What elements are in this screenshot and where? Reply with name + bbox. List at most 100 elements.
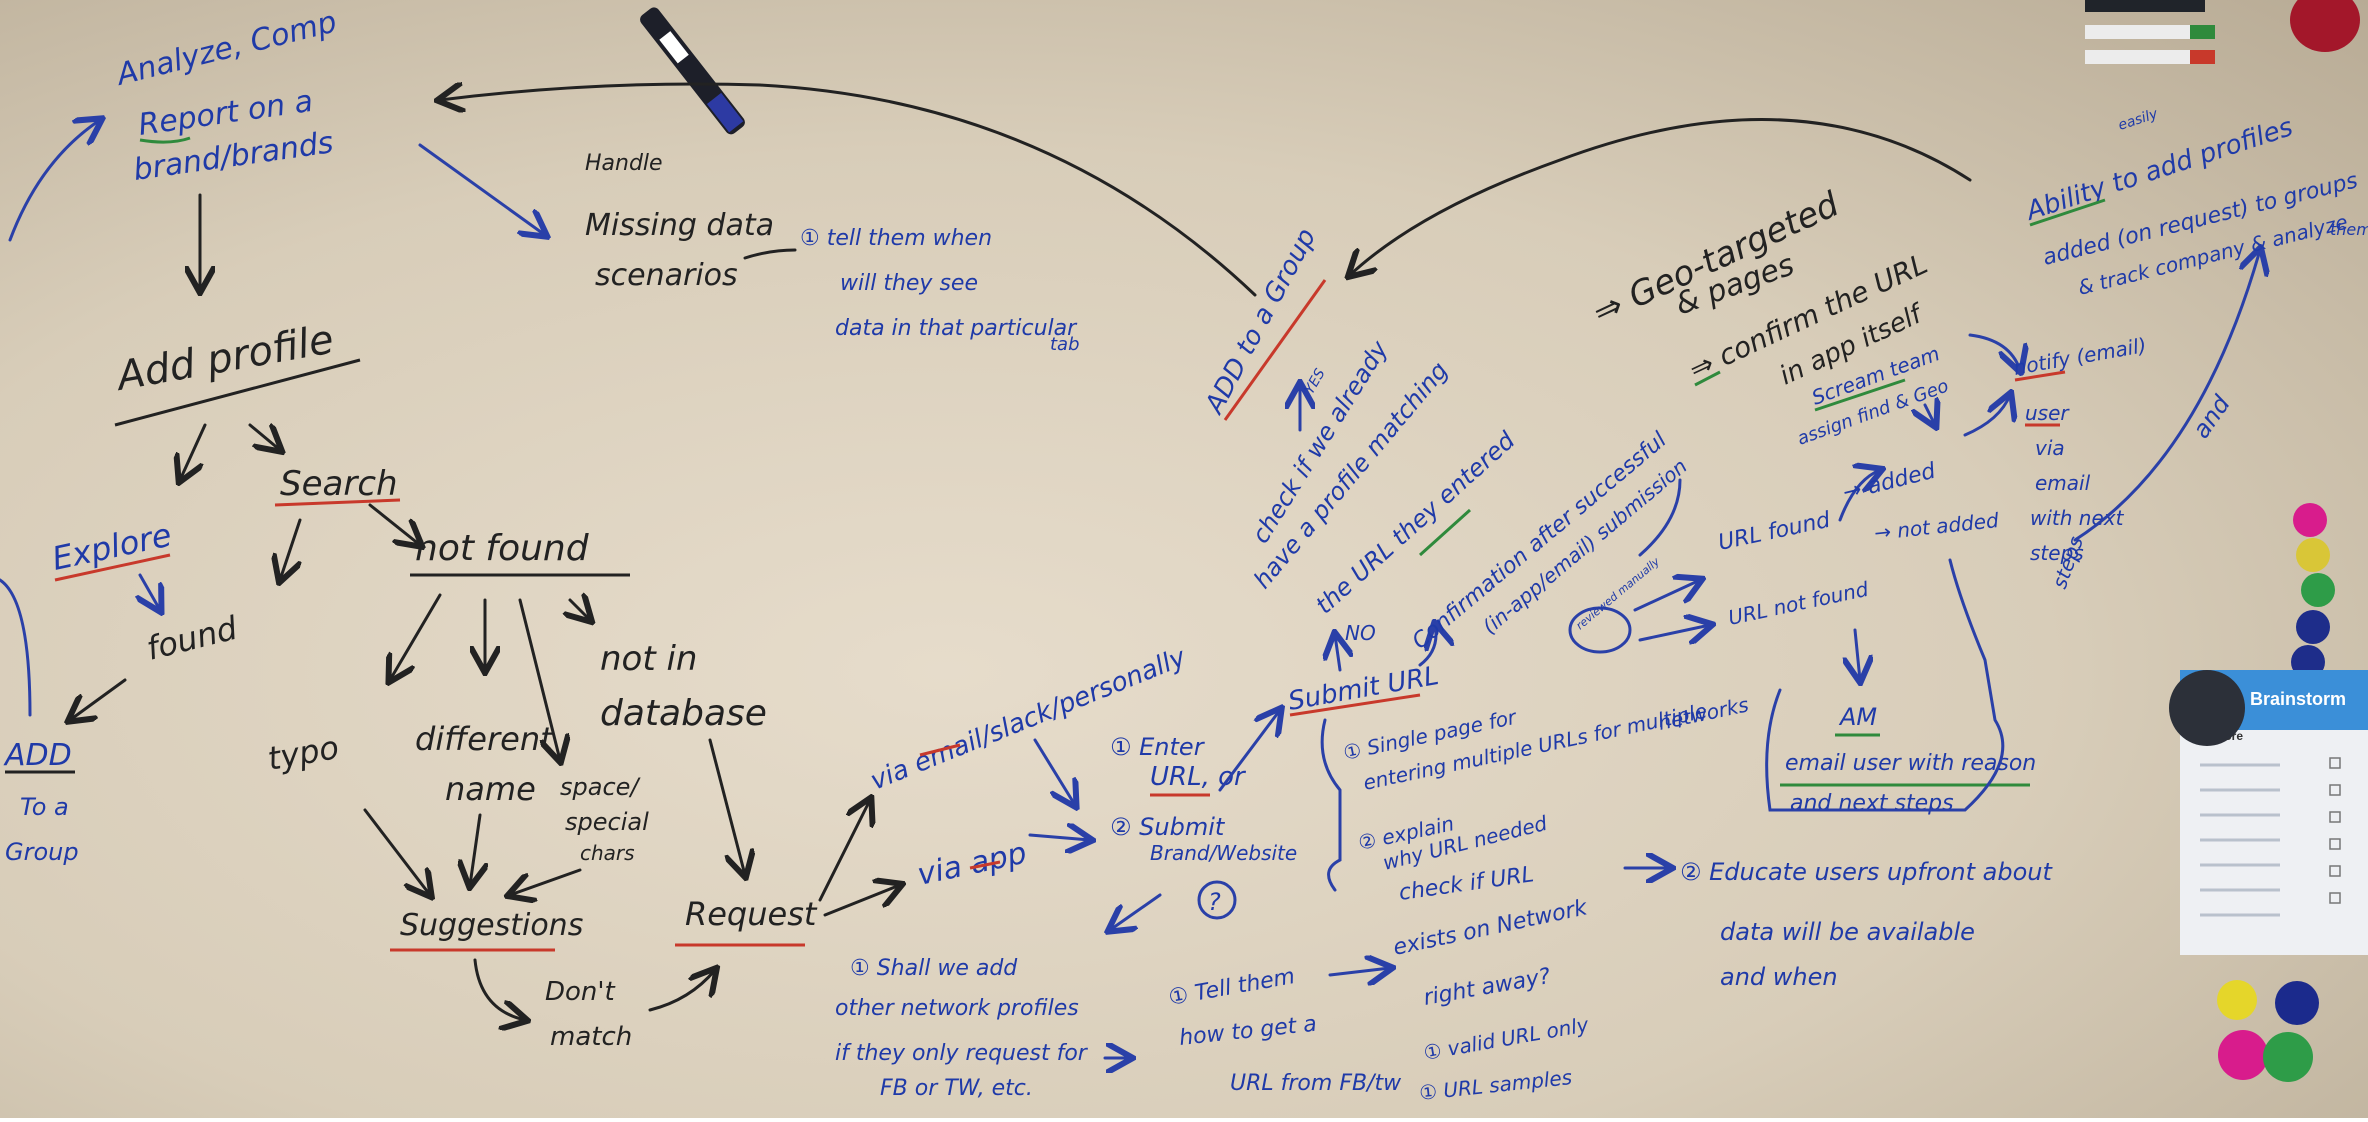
note-not-found: not found (415, 528, 590, 569)
note-check-url-1: check if URL (1397, 862, 1535, 906)
arrow-report-to-missing (418, 143, 545, 235)
note-check-url-4: ① valid URL only (1422, 1012, 1592, 1065)
underline-notify (2014, 370, 2066, 382)
note-tell-them-3: data in that particular (835, 316, 1078, 341)
underline-add-profile (114, 358, 361, 427)
note-handle: Handle (585, 151, 663, 176)
note-notify-3: via (2035, 436, 2065, 460)
note-check-url-2: exists on Network (1391, 895, 1591, 961)
underline-confirm (1694, 370, 1721, 387)
note-space-1: space/ (560, 773, 641, 801)
note-add-group-3: Group (5, 838, 79, 866)
loop-email-user (1765, 558, 2005, 812)
question-circle (1197, 880, 1237, 920)
underline-submit-url (1289, 693, 1421, 717)
note-via-app: via app (914, 836, 1029, 893)
underline-scream (1814, 378, 1906, 412)
note-tell-how-2: how to get a (1178, 1012, 1318, 1051)
arrow-profile-search (248, 425, 280, 450)
note-dont-match-2: match (550, 1022, 632, 1052)
arrow-added-notify (1963, 395, 2010, 437)
note-space-2: special (565, 808, 649, 836)
note-check-url-3: right away? (1422, 964, 1553, 1011)
note-via-email: via email/slack/personally (866, 642, 1190, 796)
note-yes: YES (1302, 366, 1329, 397)
arrow-email-submit (1033, 738, 1075, 805)
arrow-ability-group (1350, 118, 1972, 276)
note-notify-1: notify (email) (2012, 333, 2148, 380)
arrow-explore-found (140, 573, 160, 610)
note-notify-5: with next (2030, 506, 2125, 530)
note-add-profile: Add profile (111, 317, 337, 401)
arrow-nf-typo (390, 593, 442, 680)
note-check-url-5: ① URL samples (1418, 1065, 1573, 1105)
note-add-group-2: To a (20, 793, 69, 821)
arrow-typo-sugg (363, 808, 430, 895)
note-url-not-found: URL not found (1726, 577, 1871, 630)
note-shall-4: FB or TW, etc. (880, 1076, 1033, 1101)
note-educate-2: data will be available (1720, 918, 1975, 946)
note-suggestions: Suggestions (400, 908, 583, 943)
note-space-3: chars (580, 841, 635, 865)
magnet-cluster (2217, 980, 2319, 1082)
underline-ability (2029, 198, 2106, 227)
arrow-sugg-dontmatch (473, 958, 525, 1020)
arrow-dontmatch-request (648, 970, 715, 1012)
arrow-notfound-am (1855, 628, 1860, 680)
magnet-column (2291, 503, 2335, 679)
note-confirmation-1: Confirmation after successful (1408, 428, 1672, 655)
arrow-nf-space (518, 598, 560, 760)
note-tell-them-4: tab (1050, 334, 1080, 355)
note-database: database (600, 693, 767, 734)
arrow-tell-check (1328, 968, 1390, 975)
arrow-profile-explore (180, 423, 207, 480)
note-email-user-2: and next steps (1790, 791, 1954, 816)
underline-report (139, 136, 191, 144)
note-reviewed: reviewed manually (1574, 555, 1663, 633)
note-different: different (415, 720, 554, 758)
note-search: Search (280, 464, 398, 504)
note-shall-1: ① Shall we add (850, 956, 1018, 981)
reviewed-oval (1568, 606, 1632, 654)
note-name: name (445, 770, 536, 808)
note-notify-6: steps (2030, 541, 2084, 565)
note-submit-brand-1: ② Submit (1110, 813, 1226, 841)
note-question: ? (1208, 888, 1221, 916)
note-tell-how-3: URL from FB/tw (1230, 1071, 1402, 1096)
arrow-confirm-found (1633, 580, 1700, 612)
arrow-found-added (1838, 470, 1880, 522)
arrow-db-request (708, 738, 745, 875)
note-dont-match-1: Don't (545, 977, 616, 1007)
note-submit-brand-2: Brand/Website (1150, 841, 1297, 865)
arrow-confirm-notfound (1638, 625, 1710, 640)
note-added: → added (1840, 458, 1939, 505)
note-shall-2: other network profiles (835, 996, 1079, 1021)
note-tell-them-2: will they see (840, 271, 978, 296)
arrow-brand-shall (1110, 893, 1162, 930)
arrow-request-app (823, 885, 900, 917)
note-and: and (2187, 390, 2236, 444)
note-request: Request (685, 895, 818, 933)
arrow-nf-notin (570, 600, 590, 620)
arrow-url-submit (1218, 710, 1280, 792)
note-scenarios: scenarios (595, 258, 738, 293)
note-tell-them-1: ① tell them when (800, 226, 992, 251)
underline-confirmation (1418, 508, 1472, 557)
brace-submit-url (1320, 718, 1342, 892)
note-typo: typo (265, 728, 342, 778)
underline-explore (54, 553, 171, 582)
arrow-confirm-up (1638, 478, 1682, 557)
arrow-found-add (70, 678, 127, 720)
magnet-red-large (2290, 0, 2360, 52)
note-missing-data: Missing data (585, 208, 774, 243)
note-url-or: URL, or (1150, 762, 1247, 792)
magnet-dark (2169, 670, 2245, 746)
marker-pen-tray (2085, 0, 2215, 64)
arrow-name-sugg (470, 813, 480, 885)
note-ability-easily: easily (2116, 106, 2160, 134)
note-am: AM (1838, 703, 1877, 731)
note-submit-url: Submit URL (1286, 661, 1441, 717)
note-educate-3: and when (1720, 963, 1838, 991)
arrow-group-loop (0, 578, 32, 717)
